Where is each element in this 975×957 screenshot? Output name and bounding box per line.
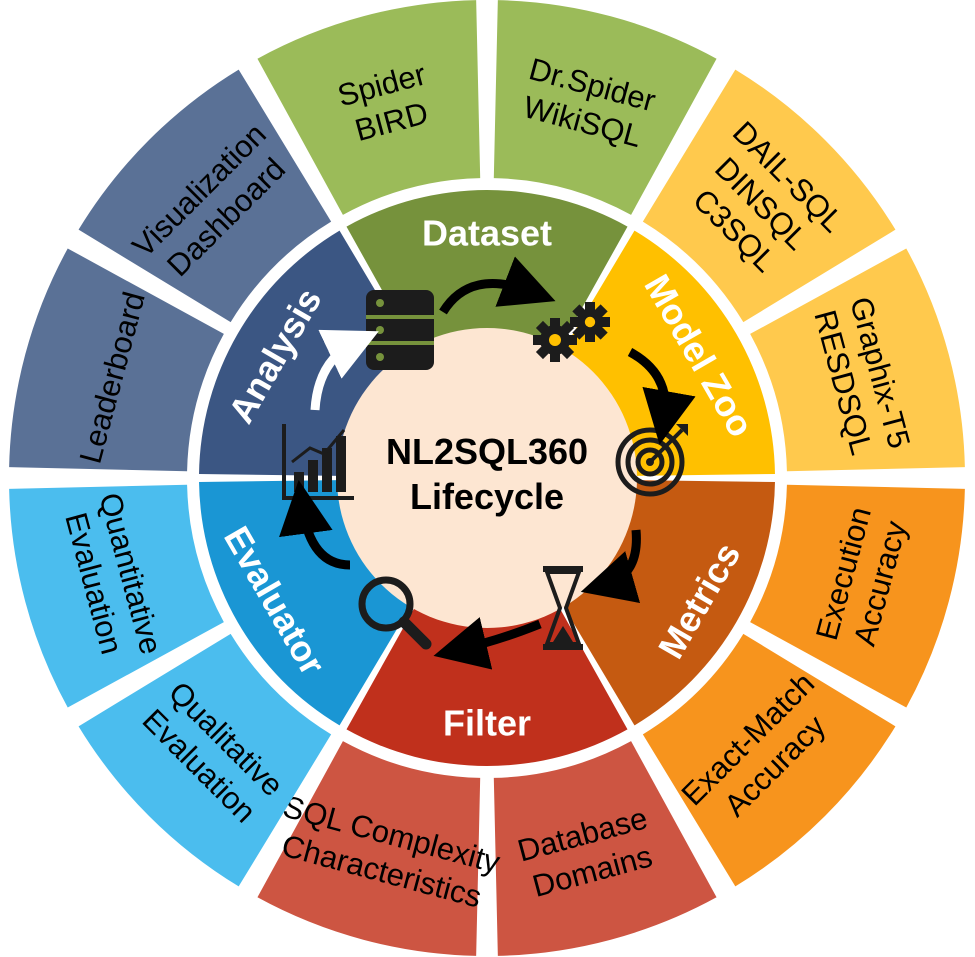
outer-tile-metrics-1 [750, 484, 965, 708]
arrow-model-zoo-to-metrics [627, 348, 696, 445]
stage-label-filter: Filter [443, 703, 531, 744]
outer-tile-evaluator-1 [78, 633, 332, 887]
center-title-line1: NL2SQL360 [386, 431, 588, 472]
outer-tile-metrics-2 [642, 633, 896, 887]
gears-icon [533, 302, 610, 362]
magnifier-icon [358, 576, 432, 650]
outer-tile-model-zoo-1 [642, 69, 896, 323]
outer-tile-analysis-2 [78, 69, 332, 323]
outer-tile-dataset-1 [257, 0, 481, 215]
database-icon [366, 290, 434, 370]
arrow-metrics-to-filter [580, 529, 641, 604]
outer-tile-filter-1 [493, 741, 717, 956]
outer-tile-analysis-1 [9, 248, 224, 472]
outer-tile-dataset-2 [493, 0, 717, 215]
arrow-evaluator-to-analysis [279, 480, 351, 570]
outer-tile-evaluator-2 [9, 484, 224, 708]
center-title-line2: Lifecycle [410, 476, 564, 517]
arrow-filter-to-evaluator [433, 617, 542, 670]
outer-tile-model-zoo-2 [750, 248, 965, 472]
center-circle [337, 328, 637, 628]
outer-tile-filter-2 [257, 741, 481, 956]
arrow-analysis-to-dataset [310, 329, 379, 411]
stage-label-dataset: Dataset [422, 213, 552, 254]
arrow-dataset-to-model-zoo [439, 256, 556, 315]
hourglass-icon [543, 566, 583, 650]
